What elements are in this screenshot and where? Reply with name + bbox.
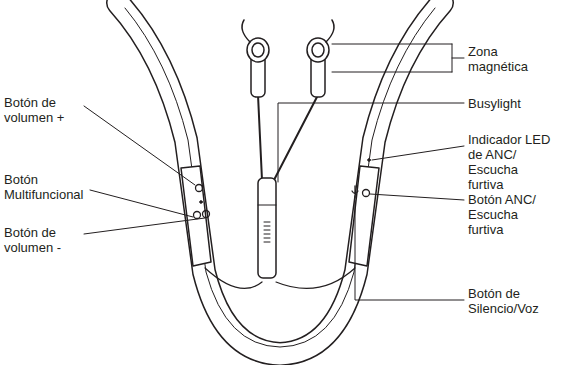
- volume-up-label: Botón de volumen +: [4, 95, 84, 125]
- neckband-seam: [125, 8, 435, 347]
- left-module: [181, 166, 211, 266]
- busylight-label: Busylight: [468, 96, 556, 111]
- multifunction-button: [194, 212, 201, 219]
- anc-button: [363, 190, 370, 197]
- neckband: [118, 3, 442, 354]
- leader-lines: [84, 44, 464, 300]
- mute-voice-label: Botón de Silencio/Voz: [468, 286, 556, 316]
- anc-led: [368, 159, 371, 162]
- busylight: [258, 178, 276, 278]
- volume-up-button: [196, 185, 203, 192]
- cable-right: [276, 268, 355, 288]
- busylight-seam: [258, 205, 276, 206]
- multifunction-label: Botón Multifuncional: [4, 172, 94, 202]
- busylight-grille: [264, 222, 270, 242]
- cable-left: [205, 268, 262, 288]
- earbud-right: [307, 20, 334, 97]
- earbud-cable-left: [258, 95, 262, 180]
- anc-led-label: Indicador LED de ANC/ Escucha furtiva: [468, 132, 556, 192]
- anc-button-label: Botón ANC/ Escucha furtiva: [468, 192, 556, 237]
- neckband-fill: [118, 3, 442, 354]
- earbud-left: [242, 20, 269, 97]
- earbud-cable-right: [274, 95, 318, 180]
- volume-down-button: [203, 211, 210, 218]
- volume-down-label: Botón de volumen -: [4, 225, 84, 255]
- mute-mic-icon: [352, 186, 358, 198]
- led-dot: [200, 201, 203, 204]
- magnetic-zone-label: Zona magnética: [468, 44, 556, 74]
- right-module: [349, 166, 379, 266]
